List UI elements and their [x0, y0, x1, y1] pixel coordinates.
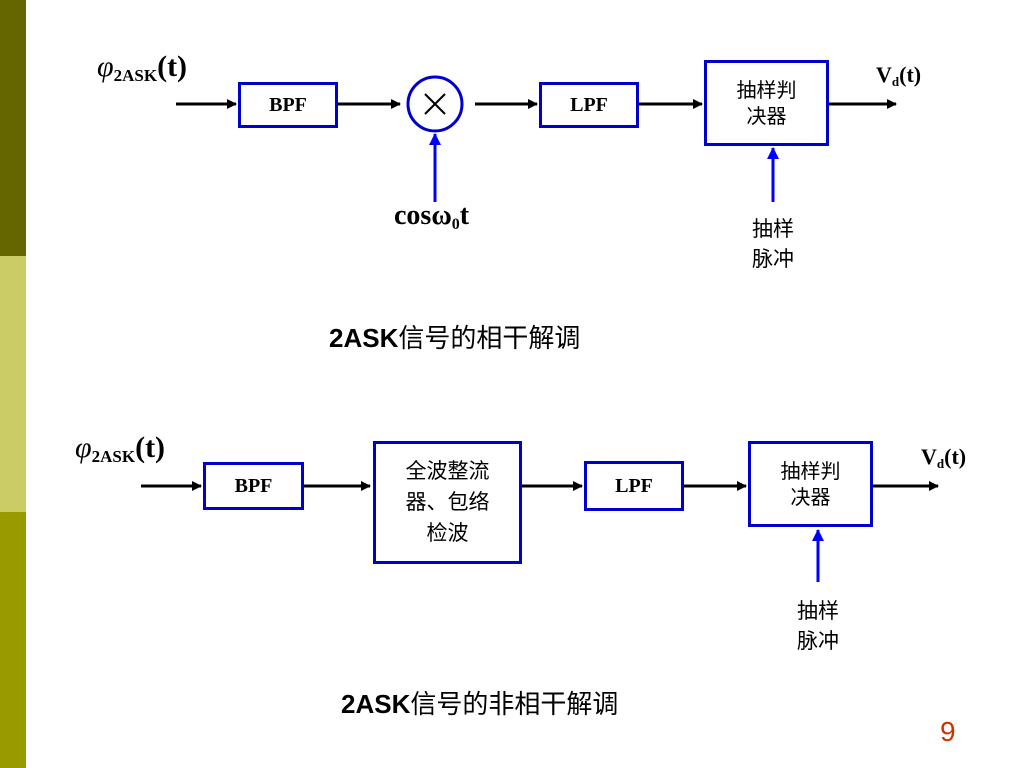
sidebar-band-middle [0, 256, 26, 512]
output-signal-label: Vd(t) [876, 62, 922, 89]
sampling-decision-label: 抽样判 决器 [736, 78, 797, 128]
output-signal-label: Vd(t) [921, 444, 967, 471]
sidebar-band-top [0, 0, 26, 256]
lpf-label: LPF [615, 474, 653, 497]
caption-noncoherent: 2ASK信号的非相干解调 [341, 689, 619, 720]
rectifier-label: 全波整流 器、包络 检波 [405, 459, 490, 545]
lpf-label: LPF [570, 93, 608, 116]
input-signal-label: φ2ASK(t) [75, 431, 166, 466]
input-signal-label: φ2ASK(t) [97, 50, 188, 85]
bpf-block: BPF [203, 462, 304, 510]
multiplier-cross-b [424, 93, 446, 115]
carrier-label: cosω0t [394, 200, 470, 233]
page-number: 9 [940, 716, 956, 747]
sampling-pulse-label: 抽样 脉冲 [752, 217, 794, 271]
caption-coherent: 2ASK信号的相干解调 [329, 323, 581, 354]
bpf-label: BPF [269, 93, 307, 116]
sampling-decision-block: 抽样判 决器 [748, 441, 873, 527]
bpf-label: BPF [234, 474, 273, 497]
sampling-decision-label: 抽样判 决器 [780, 459, 841, 509]
sampling-pulse-label: 抽样 脉冲 [797, 599, 839, 653]
lpf-block: LPF [584, 461, 684, 511]
sampling-decision-block: 抽样判 决器 [704, 60, 829, 146]
bpf-block: BPF [238, 82, 338, 128]
rectifier-envelope-detector-block: 全波整流 器、包络 检波 [373, 441, 522, 564]
lpf-block: LPF [539, 82, 639, 128]
sidebar-band-bottom [0, 512, 26, 768]
